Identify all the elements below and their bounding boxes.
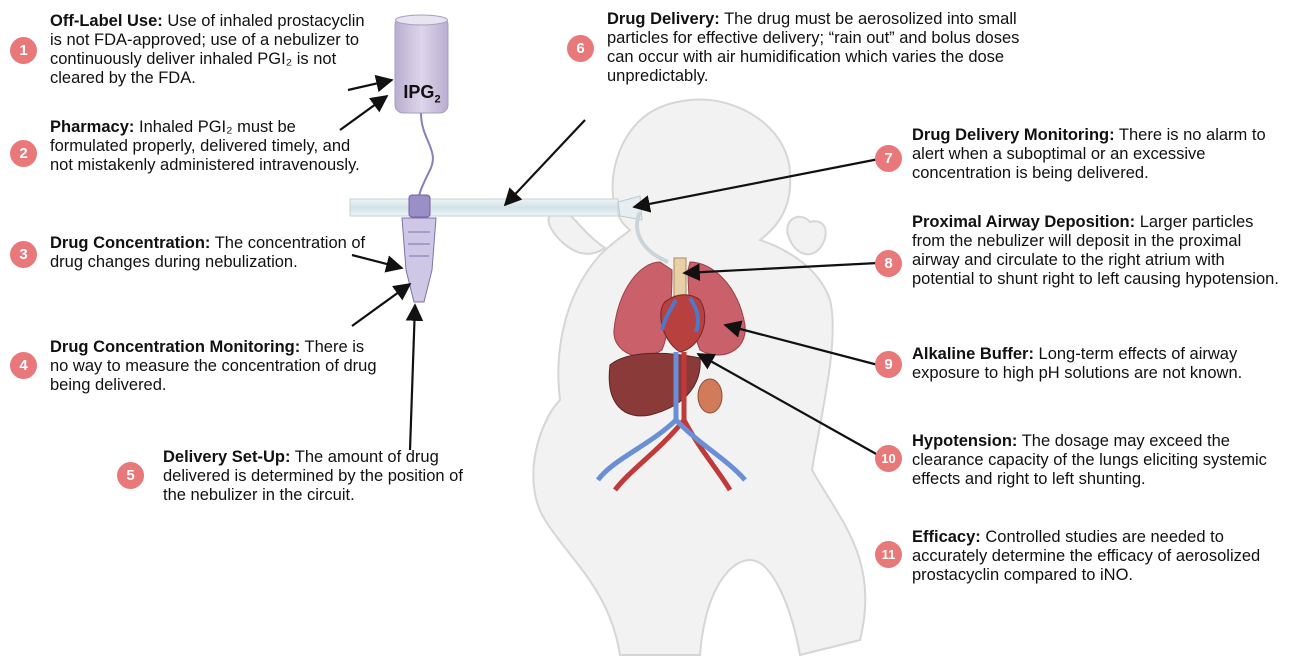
badge-8: 8 xyxy=(875,250,902,277)
badge-3: 3 xyxy=(10,241,37,268)
callout-off-label-use: Off-Label Use: Use of inhaled prostacycl… xyxy=(50,12,370,88)
callout-title: Alkaline Buffer: xyxy=(912,345,1034,363)
callout-pharmacy: Pharmacy: Inhaled PGI₂ must be formulate… xyxy=(50,118,365,175)
badge-1: 1 xyxy=(10,37,37,64)
badge-7: 7 xyxy=(875,145,902,172)
nebulizer-assembly xyxy=(395,15,448,302)
callout-title: Off-Label Use: xyxy=(50,12,163,30)
kidney xyxy=(698,379,722,413)
arrow-6 xyxy=(505,120,585,205)
badge-9: 9 xyxy=(875,351,902,378)
infant-body xyxy=(533,100,865,655)
callout-drug-delivery-monitoring: Drug Delivery Monitoring: There is no al… xyxy=(912,126,1282,183)
infant-left-hand xyxy=(549,212,605,254)
drug-bag-label-text: IPG xyxy=(403,82,434,102)
callout-title: Proximal Airway Deposition: xyxy=(912,213,1135,231)
trachea xyxy=(674,258,686,296)
infant-silhouette xyxy=(533,100,865,655)
drug-line xyxy=(418,113,433,205)
infant-right-hand xyxy=(787,217,826,254)
callout-delivery-set-up: Delivery Set-Up: The amount of drug deli… xyxy=(163,448,488,505)
badge-5: 5 xyxy=(117,462,144,489)
callout-title: Drug Concentration: xyxy=(50,234,210,252)
callout-title: Drug Concentration Monitoring: xyxy=(50,338,300,356)
badge-10: 10 xyxy=(875,445,902,472)
arrow-4 xyxy=(352,284,410,326)
callout-title: Hypotension: xyxy=(912,432,1017,450)
callout-title: Efficacy: xyxy=(912,528,981,546)
callout-proximal-airway-deposition: Proximal Airway Deposition: Larger parti… xyxy=(912,213,1287,289)
callout-title: Drug Delivery: xyxy=(607,10,720,28)
callout-drug-concentration-monitoring: Drug Concentration Monitoring: There is … xyxy=(50,338,380,395)
nebulizer-cup xyxy=(402,218,436,302)
callout-drug-concentration: Drug Concentration: The concentration of… xyxy=(50,234,380,272)
badge-6: 6 xyxy=(567,35,594,62)
arrow-5 xyxy=(410,305,415,450)
callout-hypotension: Hypotension: The dosage may exceed the c… xyxy=(912,432,1272,489)
drug-bag-label-subscript: 2 xyxy=(434,94,440,106)
badge-11: 11 xyxy=(875,541,902,568)
badge-4: 4 xyxy=(10,352,37,379)
drug-bag-label: IPG2 xyxy=(398,82,446,106)
circuit-tube xyxy=(350,199,618,216)
callout-title: Drug Delivery Monitoring: xyxy=(912,126,1115,144)
callout-efficacy: Efficacy: Controlled studies are needed … xyxy=(912,528,1272,585)
callout-title: Pharmacy: xyxy=(50,118,134,136)
callout-title: Delivery Set-Up: xyxy=(163,448,290,466)
nebulizer-cap xyxy=(409,195,430,217)
callout-alkaline-buffer: Alkaline Buffer: Long-term effects of ai… xyxy=(912,345,1287,383)
callout-drug-delivery: Drug Delivery: The drug must be aerosoli… xyxy=(607,10,1022,86)
badge-2: 2 xyxy=(10,140,37,167)
